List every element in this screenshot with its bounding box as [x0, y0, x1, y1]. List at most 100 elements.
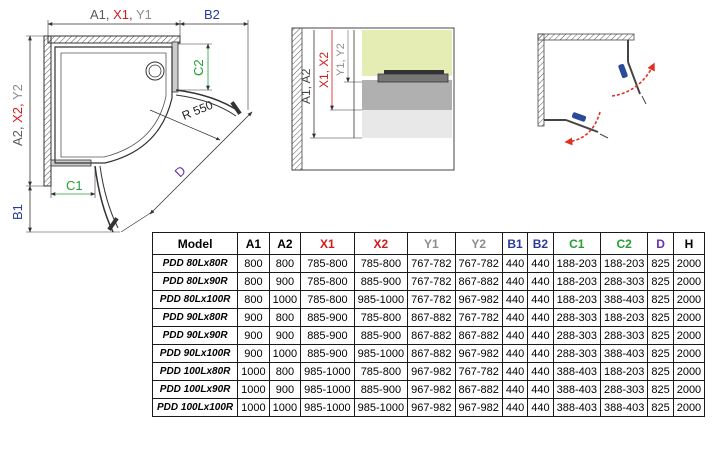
table-header-row: Model A1 A2 X1 X2 Y1 Y2 B1 B2 C1 C2 D H: [151, 232, 706, 255]
value-cell: 188-203: [552, 254, 601, 273]
header-h: H: [672, 232, 706, 255]
value-cell: 1000: [268, 398, 302, 417]
model-cell: PDD 90Lx100R: [151, 344, 239, 363]
value-cell: 885-900: [353, 326, 409, 345]
value-cell: 967-982: [454, 344, 503, 363]
tray-profile: [377, 73, 449, 83]
header-a2: A2: [268, 232, 302, 255]
value-cell: 440: [527, 290, 554, 309]
value-cell: 440: [501, 254, 529, 273]
value-cell: 967-982: [407, 380, 456, 399]
value-cell: 885-900: [353, 380, 409, 399]
header-b2: B2: [527, 232, 554, 255]
value-cell: 767-782: [407, 272, 456, 291]
value-cell: 767-782: [454, 362, 503, 381]
value-cell: 388-403: [552, 362, 601, 381]
value-cell: 825: [647, 254, 674, 273]
value-cell: 2000: [672, 308, 706, 327]
header-b1: B1: [501, 232, 529, 255]
tray-outline: [54, 46, 173, 164]
header-c2: C2: [599, 232, 649, 255]
value-cell: 825: [647, 272, 674, 291]
value-cell: 967-982: [407, 398, 456, 417]
value-cell: 867-882: [407, 308, 456, 327]
value-cell: 388-403: [599, 398, 649, 417]
value-cell: 867-882: [454, 380, 503, 399]
value-cell: 767-782: [454, 254, 503, 273]
value-cell: 785-800: [353, 362, 409, 381]
value-cell: 2000: [672, 326, 706, 345]
model-cell: PDD 100Lx100R: [151, 398, 239, 417]
value-cell: 2000: [672, 398, 706, 417]
model-cell: PDD 90Lx80R: [151, 308, 239, 327]
value-cell: 825: [647, 362, 674, 381]
value-cell: 188-203: [599, 362, 649, 381]
section-view: A1, A2 X1, X2 Y1, Y2: [291, 27, 455, 171]
value-cell: 900: [268, 380, 302, 399]
value-cell: 440: [501, 362, 529, 381]
value-cell: 967-982: [454, 290, 503, 309]
value-cell: 785-800: [353, 308, 409, 327]
value-cell: 985-1000: [353, 344, 409, 363]
value-cell: 288-303: [599, 380, 649, 399]
value-cell: 985-1000: [300, 362, 355, 381]
value-cell: 1000: [237, 380, 270, 399]
value-cell: 2000: [672, 290, 706, 309]
opening-door-right: [627, 61, 641, 95]
label-x-section: X1, X2: [317, 52, 331, 88]
model-cell: PDD 80Lx100R: [151, 290, 239, 309]
value-cell: 2000: [672, 362, 706, 381]
label-radius: R 550: [180, 98, 215, 123]
value-cell: 867-882: [454, 272, 503, 291]
value-cell: 785-800: [300, 254, 355, 273]
value-cell: 2000: [672, 344, 706, 363]
value-cell: 440: [501, 308, 529, 327]
subfloor-area: [362, 110, 452, 138]
value-cell: 440: [501, 290, 529, 309]
value-cell: 985-1000: [353, 290, 409, 309]
header-x1: X1: [300, 232, 355, 255]
value-cell: 900: [237, 326, 270, 345]
value-cell: 785-800: [300, 290, 355, 309]
plan-view: A1, X1, Y1 B2 A2, X2, Y2 B1 C2 C1 R 550 …: [10, 7, 253, 233]
value-cell: 900: [268, 326, 302, 345]
value-cell: 885-900: [300, 326, 355, 345]
value-cell: 767-782: [407, 254, 456, 273]
tray-inner: [60, 52, 167, 158]
header-model: Model: [151, 232, 239, 255]
value-cell: 985-1000: [300, 380, 355, 399]
label-c1: C1: [66, 178, 83, 193]
value-cell: 440: [501, 398, 529, 417]
header-x2: X2: [353, 232, 409, 255]
value-cell: 288-303: [552, 344, 601, 363]
value-cell: 800: [268, 308, 302, 327]
model-cell: PDD 100Lx90R: [151, 380, 239, 399]
value-cell: 800: [268, 362, 302, 381]
opening-wall-top: [537, 33, 635, 41]
value-cell: 188-203: [599, 308, 649, 327]
model-cell: PDD 90Lx90R: [151, 326, 239, 345]
side-wall: [43, 35, 52, 187]
value-cell: 825: [647, 290, 674, 309]
value-cell: 1000: [268, 290, 302, 309]
model-cell: PDD 100Lx80R: [151, 362, 239, 381]
value-cell: 440: [527, 308, 554, 327]
value-cell: 188-203: [599, 254, 649, 273]
opening-view: [537, 33, 655, 146]
value-cell: 867-882: [454, 326, 503, 345]
value-cell: 440: [501, 380, 529, 399]
label-a-section: A1, A2: [299, 68, 313, 104]
header-y2: Y2: [454, 232, 503, 255]
value-cell: 825: [647, 398, 674, 417]
value-cell: 967-982: [454, 398, 503, 417]
section-wall: [291, 27, 303, 171]
value-cell: 785-800: [300, 272, 355, 291]
value-cell: 825: [647, 326, 674, 345]
door-leaf-left: [94, 165, 114, 233]
value-cell: 985-1000: [300, 398, 355, 417]
value-cell: 188-203: [552, 290, 601, 309]
